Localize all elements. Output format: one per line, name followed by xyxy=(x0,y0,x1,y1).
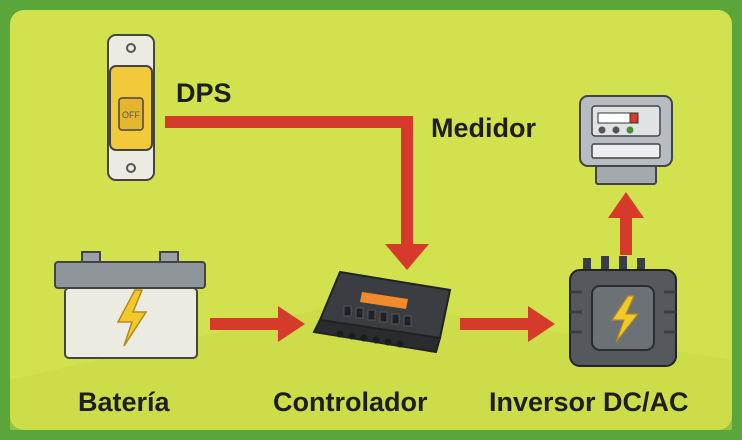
inverter-icon xyxy=(569,256,677,367)
breaker-switch-icon: OFF xyxy=(107,34,155,181)
arrow-bateria-to-controlador xyxy=(210,306,305,342)
inverter-bolt-icon xyxy=(610,295,640,343)
label-bateria: Batería xyxy=(78,387,170,417)
label-dps: DPS xyxy=(176,78,232,108)
label-inversor: Inversor DC/AC xyxy=(489,387,689,417)
panel-shade xyxy=(10,300,732,430)
label-controlador: Controlador xyxy=(273,387,428,417)
arrow-inversor-to-medidor xyxy=(608,192,644,255)
electric-meter-icon xyxy=(579,95,673,185)
lightning-bolt-icon xyxy=(116,289,148,347)
battery-icon xyxy=(54,251,206,359)
arrow-dps-to-controlador xyxy=(165,116,429,270)
label-medidor: Medidor xyxy=(431,113,536,143)
breaker-off-text: OFF xyxy=(122,110,140,120)
arrow-controlador-to-inversor xyxy=(460,306,555,342)
charge-controller-icon xyxy=(312,270,452,354)
